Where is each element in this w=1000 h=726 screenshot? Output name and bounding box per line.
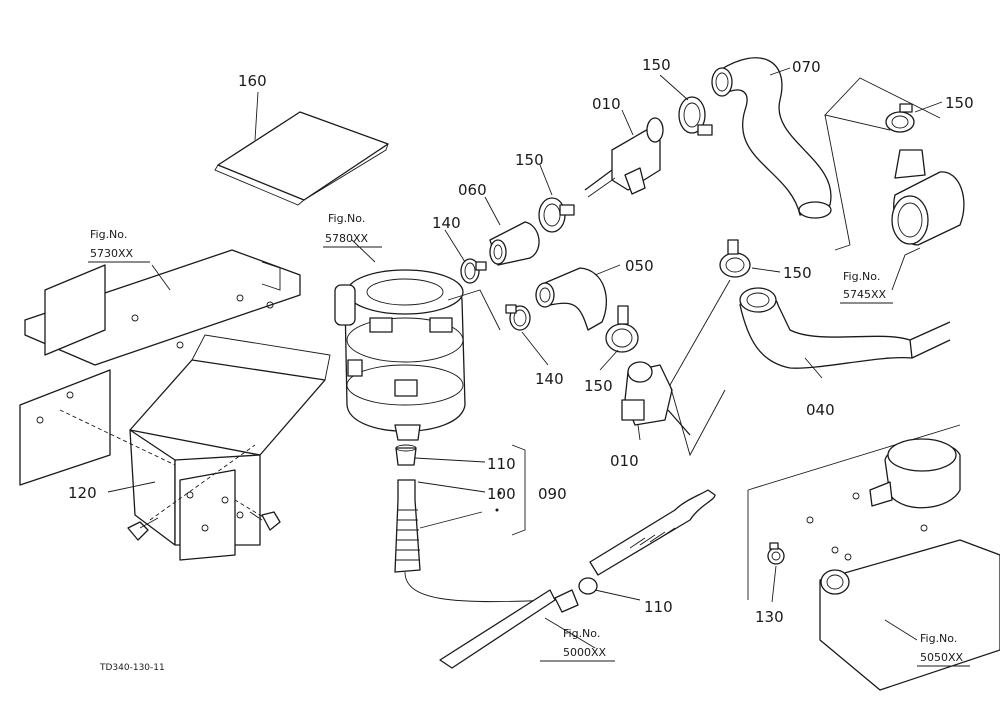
- figure-reference-5780: Fig.No. 5780XX: [323, 212, 382, 248]
- crankcase-breather-tube: [589, 489, 716, 576]
- part-160-sheet: [214, 111, 389, 206]
- air-cleaner-assembly: [334, 269, 466, 441]
- svg-text:Fig.No.: Fig.No.: [563, 627, 600, 640]
- frame-bracket-5730: [19, 249, 301, 486]
- drawing-code: TD340-130-11: [99, 663, 165, 673]
- part-150-clamp-a: [538, 197, 575, 233]
- part-120-bracket: [59, 334, 331, 561]
- label-060: 060: [458, 181, 487, 199]
- svg-text:5780XX: 5780XX: [325, 232, 369, 245]
- label-160: 160: [238, 72, 267, 90]
- label-110-lower: 110: [644, 598, 673, 616]
- engine-cover-5050: [747, 424, 1000, 691]
- label-130: 130: [755, 608, 784, 626]
- leader-lines: [107, 67, 943, 649]
- part-110-cap-upper: [395, 444, 417, 466]
- part-040-hose: [739, 287, 951, 369]
- part-150-clamp-b: [678, 96, 713, 136]
- svg-text:Fig.No.: Fig.No.: [920, 632, 957, 645]
- bolt-right: [249, 511, 281, 531]
- svg-text:5745XX: 5745XX: [843, 288, 887, 301]
- label-150-right: 150: [945, 94, 974, 112]
- label-150-middle: 150: [515, 151, 544, 169]
- part-150-clamp-c: [605, 305, 639, 353]
- label-050: 050: [625, 257, 654, 275]
- part-060-hose: [489, 221, 540, 266]
- bolt-left: [127, 517, 159, 541]
- part-070-hose: [711, 57, 832, 219]
- label-010-lower: 010: [610, 452, 639, 470]
- label-070: 070: [792, 58, 821, 76]
- label-010-upper: 010: [592, 95, 621, 113]
- part-labels: 160 150 070 010 150 150 060 140 050 150 …: [68, 56, 974, 626]
- part-140-clamp-upper: [460, 258, 487, 284]
- label-040: 040: [806, 401, 835, 419]
- part-050-hose: [535, 267, 607, 331]
- part-140-clamp-lower: [505, 304, 531, 331]
- svg-text:Fig.No.: Fig.No.: [843, 270, 880, 283]
- label-100: 100: [487, 485, 516, 503]
- figure-reference-5730: Fig.No. 5730XX: [88, 228, 150, 263]
- svg-text:Fig.No.: Fig.No.: [328, 212, 365, 225]
- label-140-upper: 140: [432, 214, 461, 232]
- part-010-valve-upper: [584, 117, 664, 198]
- svg-text:5000XX: 5000XX: [563, 646, 607, 659]
- svg-text:Fig.No.: Fig.No.: [90, 228, 127, 241]
- part-150-clamp-e: [885, 103, 915, 133]
- svg-text:5050XX: 5050XX: [920, 651, 964, 664]
- figure-reference-5050: Fig.No. 5050XX: [917, 632, 970, 667]
- part-130-clamp: [767, 542, 785, 565]
- t-pipe-5745: [891, 149, 965, 246]
- label-140-lower: 140: [535, 370, 564, 388]
- part-150-clamp-d: [719, 239, 751, 278]
- svg-text:5730XX: 5730XX: [90, 247, 134, 260]
- label-120: 120: [68, 484, 97, 502]
- label-150-lower: 150: [584, 377, 613, 395]
- figure-reference-5000: Fig.No. 5000XX: [540, 627, 615, 662]
- label-150-hose: 150: [783, 264, 812, 282]
- label-090: 090: [538, 485, 567, 503]
- label-150-top: 150: [642, 56, 671, 74]
- part-110-cap-lower: [439, 577, 598, 669]
- part-100-hose: [394, 479, 551, 603]
- figure-reference-5745: Fig.No. 5745XX: [840, 270, 893, 304]
- label-110-upper: 110: [487, 455, 516, 473]
- part-010-valve-lower: [621, 361, 691, 436]
